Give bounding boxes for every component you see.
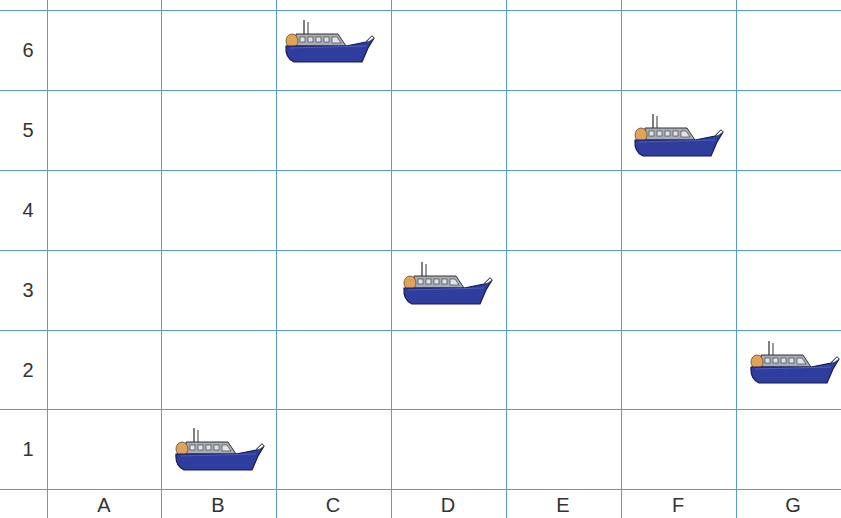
boat-icon bbox=[751, 341, 839, 383]
boat-icon bbox=[176, 428, 264, 470]
row-number: 2 bbox=[22, 360, 33, 380]
boats bbox=[176, 20, 839, 470]
row-number: 4 bbox=[22, 200, 33, 220]
column-letter: G bbox=[785, 495, 801, 515]
column-letter: C bbox=[326, 495, 340, 515]
column-letter: E bbox=[556, 495, 569, 515]
column-letter: D bbox=[441, 495, 455, 515]
row-number: 1 bbox=[22, 439, 33, 459]
row-number: 5 bbox=[22, 120, 33, 140]
boat-icon bbox=[404, 262, 492, 304]
row-number: 3 bbox=[22, 280, 33, 300]
column-letter: F bbox=[672, 495, 684, 515]
boat-icon bbox=[286, 20, 374, 62]
column-letter: B bbox=[211, 495, 224, 515]
boat-icon bbox=[635, 114, 723, 156]
row-number: 6 bbox=[22, 40, 33, 60]
column-letter: A bbox=[97, 495, 110, 515]
